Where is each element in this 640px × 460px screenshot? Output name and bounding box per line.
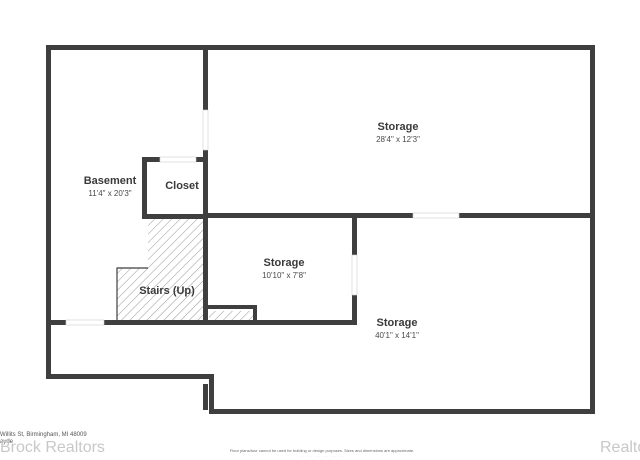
stairs-hatch: [117, 216, 205, 322]
stairs-label: Stairs (Up): [139, 285, 195, 297]
property-address: Willits St, Birmingham, MI 48009 ayde: [0, 432, 87, 446]
basement-label: Basement: [84, 175, 137, 187]
basement-dims: 11'4" x 20'3": [88, 189, 131, 198]
storage-large-label: Storage: [377, 317, 418, 329]
storage-top-label: Storage: [378, 121, 419, 133]
storage-mid-dims: 10'10" x 7'8": [262, 271, 306, 280]
stairs-outline: [116, 267, 148, 322]
openings: [65, 109, 460, 326]
brokerage-watermark: Brock Realtors: [0, 439, 105, 456]
closet-label: Closet: [165, 180, 199, 192]
address-line-2: ayde: [0, 439, 14, 445]
landing-hatch: [209, 311, 253, 322]
brokerage-watermark-right: Realto: [600, 439, 640, 456]
storage-large-dims: 40'1" x 14'1": [375, 331, 419, 340]
provider-credit: ··· ··· ··· ··· ··· ···: [299, 454, 345, 458]
storage-mid-label: Storage: [264, 257, 305, 269]
walls: [46, 45, 595, 414]
storage-top-dims: 28'4" x 12'3": [376, 135, 420, 144]
plan-disclaimer: Floor plans/tour cannot be used for buil…: [229, 448, 415, 453]
address-line-1: Willits St, Birmingham, MI 48009: [0, 432, 87, 438]
